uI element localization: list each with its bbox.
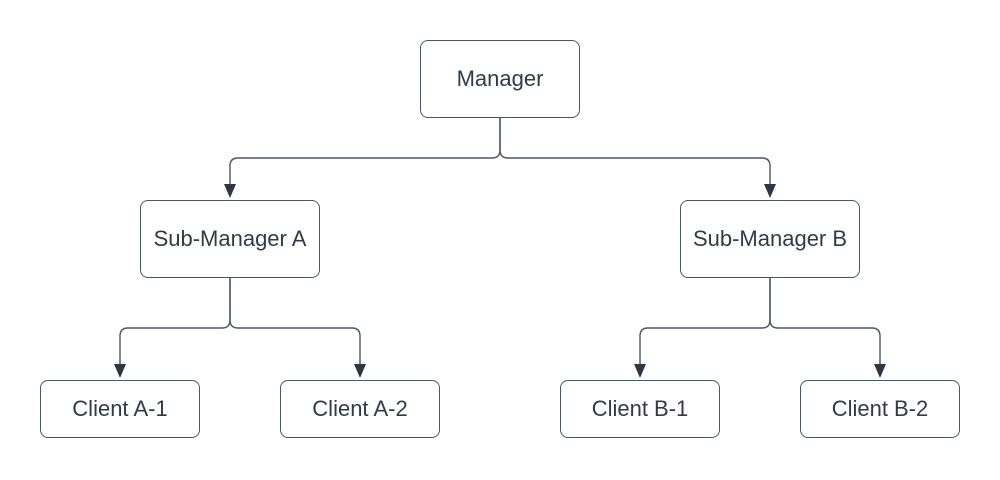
node-client-b-1[interactable]: Client B-1 bbox=[560, 380, 720, 438]
edge-sub-manager-a-to-client-a-2 bbox=[229, 278, 366, 378]
edge-manager-to-sub-manager-a bbox=[224, 118, 501, 198]
arrowhead-icon bbox=[634, 364, 646, 378]
arrowhead-icon bbox=[874, 364, 886, 378]
edge-sub-manager-a-to-client-a-1 bbox=[114, 278, 231, 378]
node-manager[interactable]: Manager bbox=[420, 40, 580, 118]
edge-line bbox=[229, 118, 501, 184]
node-label: Sub-Manager B bbox=[692, 226, 848, 251]
arrowhead-icon bbox=[114, 364, 126, 378]
edge-line bbox=[499, 118, 771, 184]
node-sub-manager-a[interactable]: Sub-Manager A bbox=[140, 200, 320, 278]
edge-sub-manager-b-to-client-b-2 bbox=[769, 278, 886, 378]
node-label: Manager bbox=[456, 66, 544, 91]
arrowhead-icon bbox=[224, 184, 236, 198]
edge-line bbox=[119, 278, 231, 364]
node-sub-manager-b[interactable]: Sub-Manager B bbox=[680, 200, 860, 278]
node-client-b-2[interactable]: Client B-2 bbox=[800, 380, 960, 438]
edge-manager-to-sub-manager-b bbox=[499, 118, 776, 198]
edge-line bbox=[639, 278, 771, 364]
node-label: Client A-2 bbox=[312, 396, 408, 421]
edge-line bbox=[769, 278, 881, 364]
node-label: Client B-1 bbox=[591, 396, 689, 421]
node-label: Client B-2 bbox=[831, 396, 929, 421]
node-client-a-2[interactable]: Client A-2 bbox=[280, 380, 440, 438]
node-label: Client A-1 bbox=[72, 396, 168, 421]
node-client-a-1[interactable]: Client A-1 bbox=[40, 380, 200, 438]
arrowhead-icon bbox=[354, 364, 366, 378]
node-label: Sub-Manager A bbox=[153, 226, 307, 251]
edge-line bbox=[229, 278, 361, 364]
edge-sub-manager-b-to-client-b-1 bbox=[634, 278, 771, 378]
arrowhead-icon bbox=[764, 184, 776, 198]
